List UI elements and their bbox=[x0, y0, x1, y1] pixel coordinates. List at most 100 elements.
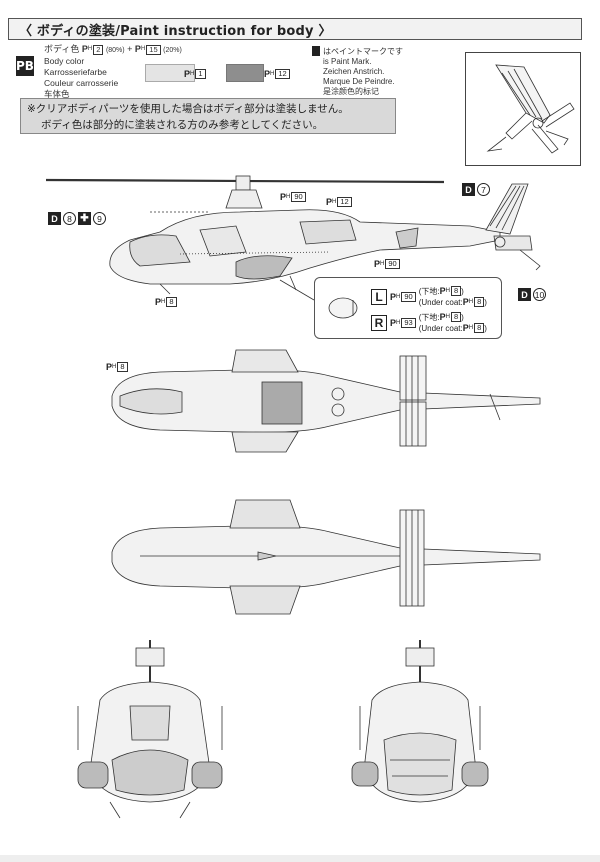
ph-p: P bbox=[264, 69, 271, 79]
legend-de: Zeichen Anstrich. bbox=[323, 67, 385, 76]
tail-detail-inset bbox=[465, 52, 581, 166]
ph-p: P bbox=[184, 69, 191, 79]
bottom-view bbox=[111, 499, 541, 615]
ph-num: 90 bbox=[291, 192, 306, 202]
ph-p: P bbox=[106, 362, 113, 372]
ph-h: H bbox=[396, 294, 401, 300]
section-title-bar: 〈 ボディの塗装/Paint instruction for body 〉 bbox=[8, 18, 582, 40]
under-en: (Under coat: bbox=[418, 324, 463, 333]
ph-p: P bbox=[390, 318, 397, 328]
ph-num: 12 bbox=[337, 197, 352, 207]
mix-plus: + bbox=[127, 44, 133, 54]
lamp-lens-icon bbox=[328, 297, 358, 319]
ph-h: H bbox=[396, 320, 401, 326]
paren: ) bbox=[461, 287, 464, 296]
ph-p: P bbox=[326, 197, 333, 207]
paint-mark-legend: はペイントマークです is Paint Mark. Zeichen Anstri… bbox=[312, 46, 403, 97]
ph-h: H bbox=[140, 46, 146, 52]
ph-h: H bbox=[332, 199, 337, 205]
rear-view bbox=[351, 640, 489, 803]
decal-d: D bbox=[48, 212, 61, 225]
body-color-cn: 车体色 bbox=[44, 89, 70, 99]
ph-p: P bbox=[81, 44, 88, 54]
legend-jp: はペイントマークです bbox=[323, 47, 403, 56]
tail-detail-drawing bbox=[486, 64, 575, 154]
ph-num: 15 bbox=[146, 44, 161, 55]
ph-h: H bbox=[270, 71, 275, 77]
mix-b-pct: (20%) bbox=[163, 47, 182, 54]
swatch-light bbox=[145, 64, 195, 82]
paint-mark-icon bbox=[312, 46, 320, 56]
decal-num: 7 bbox=[477, 183, 490, 196]
ph-p: P bbox=[439, 286, 446, 296]
body-color-fr: Couleur carrosserie bbox=[44, 78, 119, 88]
body-color-de: Karrosseriefarbe bbox=[44, 67, 107, 77]
ph-num: 12 bbox=[275, 69, 290, 79]
ph-p: P bbox=[462, 323, 469, 333]
ph-p: P bbox=[374, 259, 381, 269]
section-title: 〈 ボディの塗装/Paint instruction for body 〉 bbox=[19, 23, 332, 39]
ph-num: 8 bbox=[450, 312, 462, 322]
legend-fr: Marque De Peindre. bbox=[323, 77, 395, 86]
ph-h: H bbox=[468, 299, 474, 305]
under-en: (Under coat: bbox=[418, 298, 463, 307]
body-color-jp-text: ボディ色 bbox=[44, 44, 80, 54]
paren: ) bbox=[484, 298, 487, 307]
under-jp: (下地: bbox=[418, 313, 440, 322]
ph-num: 90 bbox=[401, 292, 416, 302]
side-view bbox=[45, 175, 541, 301]
page-footer-strip bbox=[0, 855, 600, 862]
ph-num: 8 bbox=[117, 362, 128, 372]
swatch-dark bbox=[226, 64, 264, 82]
top-view bbox=[111, 349, 541, 453]
ph-p: P bbox=[390, 292, 397, 302]
decal-d: D bbox=[462, 183, 475, 196]
ph-num: 2 bbox=[93, 44, 104, 55]
clear-body-note: ※クリアボディパーツを使用した場合はボディ部分は塗装しません。 ボディ色は部分的… bbox=[20, 98, 396, 134]
ph-p: P bbox=[439, 312, 446, 322]
front-view bbox=[77, 640, 223, 819]
decal-num: 8 bbox=[63, 212, 76, 225]
mix-a-pct: (80%) bbox=[105, 47, 125, 54]
ph-p: P bbox=[462, 297, 469, 307]
decal-num: 10 bbox=[533, 288, 546, 301]
note-line-1: ※クリアボディパーツを使用した場合はボディ部分は塗装しません。 bbox=[27, 103, 349, 115]
pb-badge: PB bbox=[16, 56, 34, 76]
ph-h: H bbox=[468, 325, 474, 331]
decal-num: 9 bbox=[93, 212, 106, 225]
paren: ) bbox=[484, 324, 487, 333]
legend-en: is Paint Mark. bbox=[323, 57, 372, 66]
ph-h: H bbox=[190, 71, 195, 77]
ph-num: 90 bbox=[385, 259, 400, 269]
lamp-letter: L bbox=[371, 289, 387, 305]
ph-h: H bbox=[286, 194, 291, 200]
decal-d: D bbox=[518, 288, 531, 301]
legend-cn: 是涂颜色的标记 bbox=[323, 87, 379, 96]
ph-num: 93 bbox=[401, 318, 416, 328]
note-line-2: ボディ色は部分的に塗装される方のみ参考としてください。 bbox=[41, 119, 324, 131]
ph-p: P bbox=[280, 192, 287, 202]
ph-num: 8 bbox=[474, 297, 485, 307]
ph-p: P bbox=[155, 297, 162, 307]
ph-num: 1 bbox=[195, 69, 206, 79]
body-color-en: Body color bbox=[44, 56, 85, 66]
